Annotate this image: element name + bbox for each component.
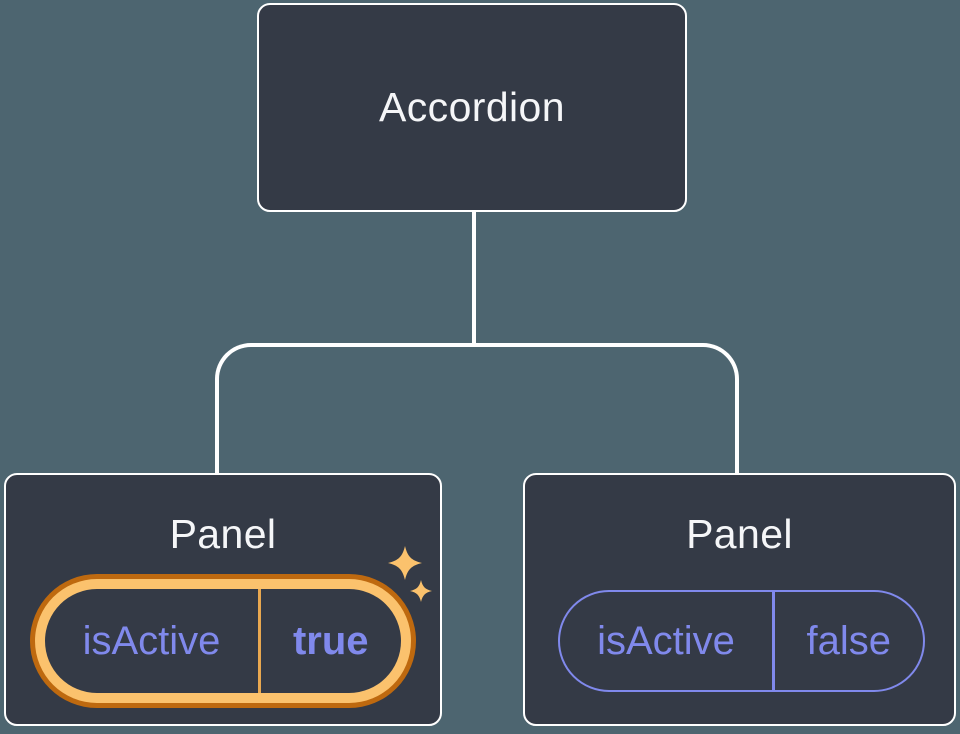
state-key: isActive [82, 618, 221, 663]
tree-node-panel-active: Panel isActive true [4, 473, 442, 726]
pill-divider [772, 592, 775, 690]
sparkles-icon [388, 546, 432, 602]
tree-node-accordion: Accordion [257, 3, 687, 212]
node-label-accordion: Accordion [379, 84, 565, 130]
tree-node-panel-inactive: Panel isActive false [523, 473, 956, 726]
connector-stem [472, 211, 476, 344]
state-value: false [806, 618, 892, 663]
node-label-panel-inactive: Panel [686, 511, 793, 557]
state-value: true [292, 618, 369, 663]
node-label-panel-active: Panel [169, 511, 277, 557]
connector-branch [215, 343, 739, 474]
state-pill-active: isActive true [45, 589, 401, 693]
state-pill-inactive: isActive false [558, 590, 925, 692]
pill-divider [258, 589, 261, 693]
state-key: isActive [597, 618, 735, 663]
